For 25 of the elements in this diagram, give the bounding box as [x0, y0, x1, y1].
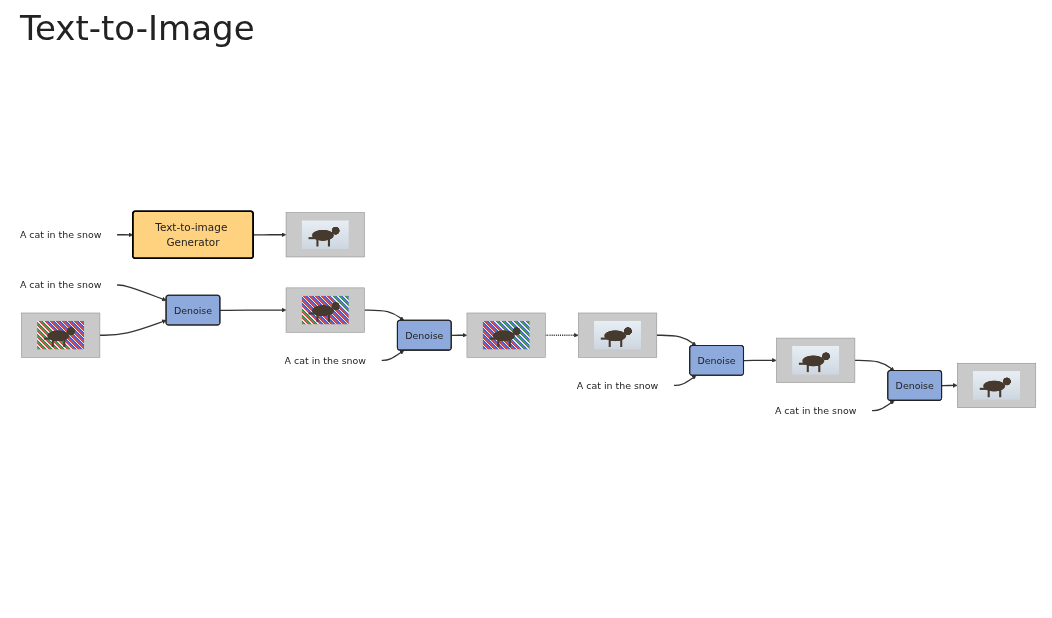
node-picture	[21, 312, 101, 358]
arrow	[381, 349, 405, 361]
arrow	[673, 374, 697, 386]
arrow	[656, 334, 697, 346]
node-picture	[957, 362, 1037, 408]
arrow	[941, 382, 958, 388]
node-picture	[578, 312, 658, 358]
node-picture	[776, 337, 856, 383]
arrow	[854, 359, 895, 371]
arrow	[116, 284, 167, 301]
node-text: A cat in the snow	[284, 354, 367, 366]
node-text: A cat in the snow	[19, 279, 102, 291]
arrow	[743, 357, 777, 363]
node-text: A cat in the snow	[774, 404, 857, 416]
node-picture	[285, 287, 365, 333]
arrow	[99, 319, 167, 336]
arrow	[871, 400, 895, 411]
node-text: A cat in the snow	[576, 379, 659, 391]
arrow	[363, 309, 405, 321]
diagram-title: Text-to-Image	[20, 8, 256, 48]
arrow	[544, 332, 579, 338]
arrow	[219, 307, 287, 313]
node-text: A cat in the snow	[19, 228, 102, 240]
node-picture	[466, 312, 546, 358]
node-picture	[285, 211, 365, 257]
